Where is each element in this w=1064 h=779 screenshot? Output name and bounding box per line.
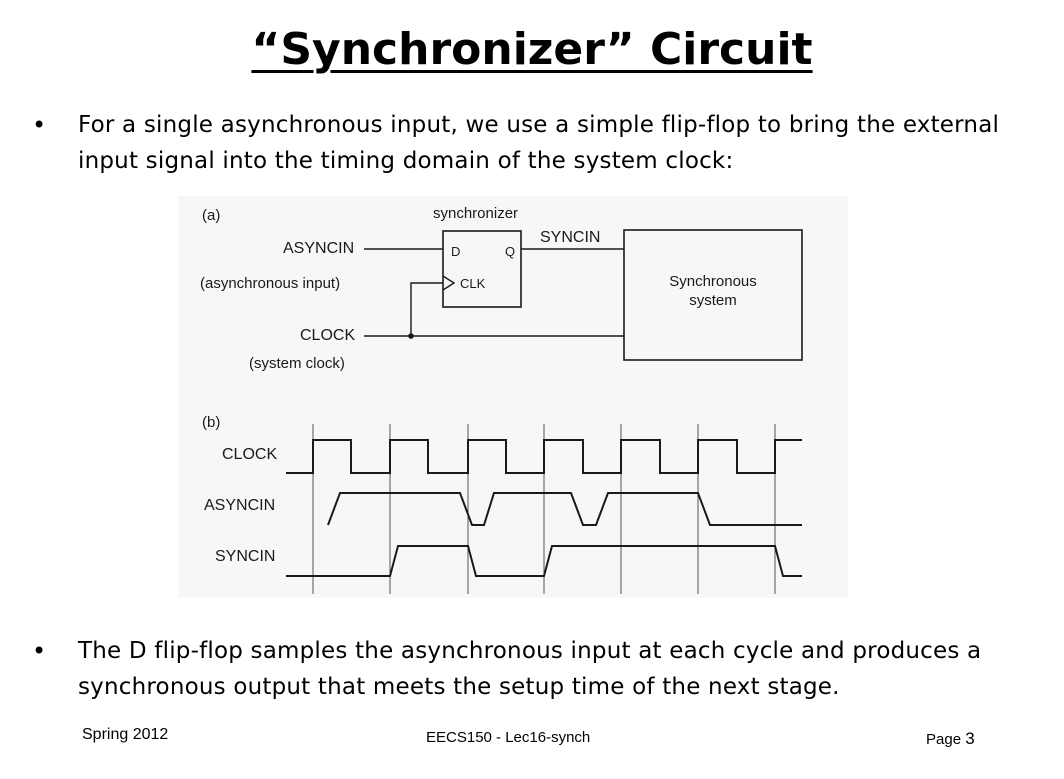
syncin-label: SYNCIN xyxy=(540,229,600,246)
ff-d-pin-label: D xyxy=(451,244,460,259)
asyncin-label: ASYNCIN xyxy=(283,240,354,257)
ff-q-pin-label: Q xyxy=(505,244,515,259)
bullet-marker: • xyxy=(32,637,47,665)
bullet-marker: • xyxy=(32,111,47,139)
clock-label: CLOCK xyxy=(300,327,355,344)
asyncin-waveform xyxy=(327,492,802,526)
footer-page: Page 3 xyxy=(926,729,975,749)
flip-flop-box xyxy=(442,230,522,308)
clock-junction-dot xyxy=(408,333,414,339)
clock-waveform xyxy=(286,439,802,474)
panel-label-a: (a) xyxy=(202,207,220,224)
synchronous-system-box xyxy=(623,229,803,361)
syncin-waveform xyxy=(286,545,802,577)
footer-course: EECS150 - Lec16-synch xyxy=(426,729,591,746)
bullet-text-intro: For a single asynchronous input, we use … xyxy=(78,112,1000,174)
system-label-line2: system xyxy=(689,292,737,309)
timing-clock-label: CLOCK xyxy=(222,446,277,463)
system-label-line1: Synchronous xyxy=(669,273,757,290)
synchronizer-diagram: (a) synchronizer D Q CLK ASYNCIN (asynch… xyxy=(200,205,803,594)
slide-title: “Synchronizer” Circuit xyxy=(0,28,1064,72)
timing-syncin-label: SYNCIN xyxy=(215,548,275,565)
slide-title-text: “Synchronizer” Circuit xyxy=(251,24,813,75)
ff-clk-pin-label: CLK xyxy=(460,276,486,291)
footer-page-label: Page xyxy=(926,731,966,748)
footer-date: Spring 2012 xyxy=(82,726,169,743)
clock-branch-wire xyxy=(410,282,443,336)
timing-asyncin-label: ASYNCIN xyxy=(204,497,275,514)
bullet-text-summary: The D flip-flop samples the asynchronous… xyxy=(78,638,982,700)
asyncin-description: (asynchronous input) xyxy=(200,275,340,292)
panel-label-b: (b) xyxy=(202,414,220,431)
synchronizer-figure: (a) synchronizer D Q CLK ASYNCIN (asynch… xyxy=(178,196,848,598)
clock-input-triangle xyxy=(442,275,456,291)
synchronizer-label: synchronizer xyxy=(433,205,518,222)
footer-page-number: 3 xyxy=(965,729,975,748)
clock-description: (system clock) xyxy=(249,355,345,372)
